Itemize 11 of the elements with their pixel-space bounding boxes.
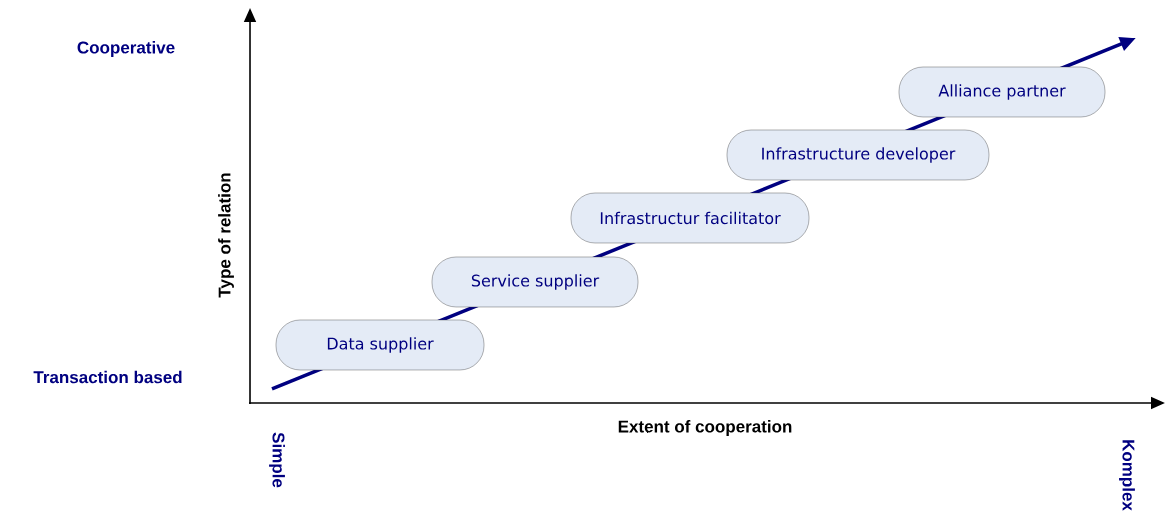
axis-label: Extent of cooperation	[618, 420, 792, 436]
pill-box: Infrastructur facilitator	[570, 192, 810, 244]
pill-box: Data supplier	[275, 319, 485, 371]
axis-label: Komplex	[1119, 440, 1135, 511]
axis-label: Cooperative	[77, 41, 175, 57]
axis-label: Transaction based	[33, 370, 182, 384]
axis-label: Type of relation	[218, 173, 234, 298]
pill-box: Alliance partner	[898, 66, 1106, 118]
pill-box: Service supplier	[431, 256, 639, 308]
axis-label: Simple	[269, 432, 285, 488]
pill-box: Infrastructure developer	[726, 129, 990, 181]
